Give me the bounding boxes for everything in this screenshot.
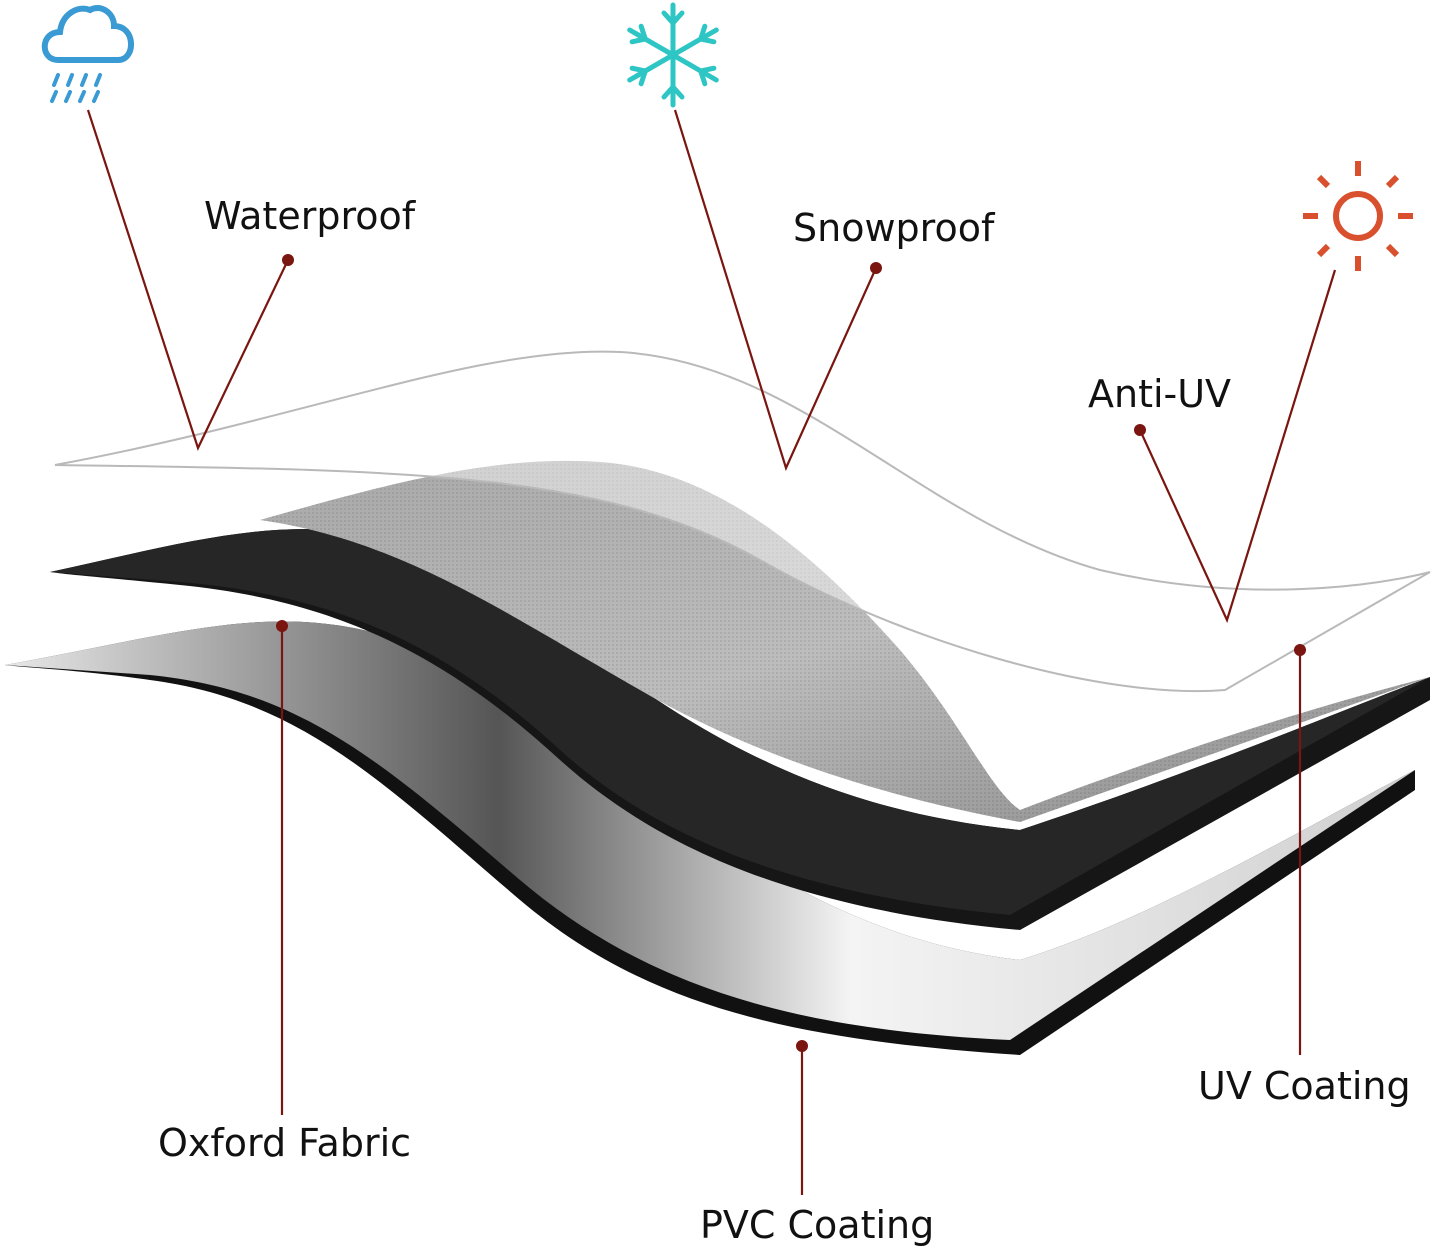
leader-oxford-fabric — [276, 620, 288, 1115]
label-pvc-coating: PVC Coating — [700, 1203, 934, 1247]
label-uv-coating: UV Coating — [1198, 1064, 1411, 1108]
snowflake-icon — [627, 2, 719, 108]
label-snowproof: Snowproof — [793, 206, 996, 250]
cloud-rain-icon — [41, 5, 134, 103]
leader-uv-coating — [1294, 644, 1306, 1055]
label-waterproof: Waterproof — [204, 194, 417, 238]
leader-snowproof — [673, 109, 882, 472]
label-oxford-fabric: Oxford Fabric — [158, 1121, 411, 1165]
label-anti-uv: Anti-UV — [1088, 372, 1231, 416]
leader-pvc-coating — [796, 1040, 808, 1195]
sun-icon — [1303, 161, 1413, 271]
leader-waterproof — [86, 109, 294, 451]
clear-film-layer — [54, 350, 1431, 693]
oxford-fabric-layer — [50, 528, 1430, 930]
fabric-surface — [260, 460, 1430, 822]
leader-anti-uv — [1134, 269, 1337, 624]
